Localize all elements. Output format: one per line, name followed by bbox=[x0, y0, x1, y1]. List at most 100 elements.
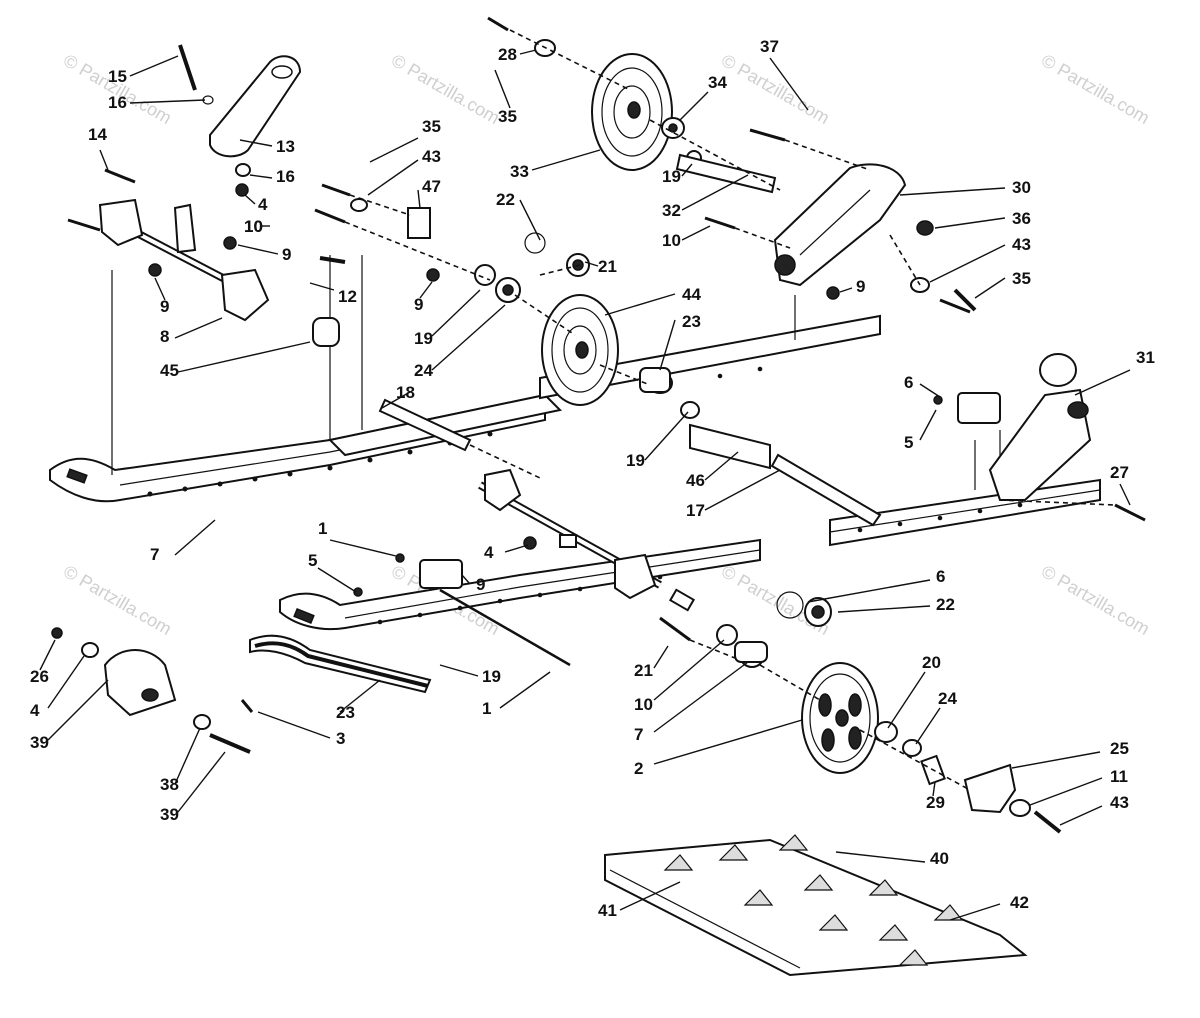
callout-19: 19 bbox=[662, 167, 681, 186]
callout-leader bbox=[681, 225, 711, 241]
callout-35: 35 bbox=[498, 107, 517, 126]
callout-17: 17 bbox=[686, 501, 705, 520]
callout-leader bbox=[531, 149, 601, 171]
callout-27: 27 bbox=[1110, 463, 1129, 482]
callout-10: 10 bbox=[244, 217, 263, 236]
callout-leader bbox=[653, 639, 725, 701]
callout-41: 41 bbox=[598, 901, 617, 920]
watermark-text: © Partzilla.com bbox=[1038, 50, 1153, 128]
callout-leader bbox=[949, 903, 1001, 921]
callout-6: 6 bbox=[936, 567, 945, 586]
callout-leader bbox=[681, 174, 749, 211]
callout-leader bbox=[129, 55, 179, 77]
watermark-text: © Partzilla.com bbox=[718, 50, 833, 128]
callout-leader bbox=[1119, 483, 1131, 506]
callout-25: 25 bbox=[1110, 739, 1129, 758]
callout-21: 21 bbox=[634, 661, 653, 680]
callout-43: 43 bbox=[1012, 235, 1031, 254]
callout-leader bbox=[619, 881, 681, 911]
callout-leader bbox=[239, 139, 273, 147]
callout-44: 44 bbox=[682, 285, 701, 304]
assembly-dash-lines bbox=[344, 29, 1116, 791]
callout-18: 18 bbox=[396, 383, 415, 402]
callout-19: 19 bbox=[482, 667, 501, 686]
callout-24: 24 bbox=[938, 689, 957, 708]
callout-leader bbox=[499, 671, 551, 709]
callout-leader bbox=[659, 319, 676, 371]
callout-5: 5 bbox=[308, 551, 317, 570]
callout-32: 32 bbox=[662, 201, 681, 220]
callout-leader bbox=[584, 261, 599, 267]
callout-16: 16 bbox=[276, 167, 295, 186]
callout-leader bbox=[653, 661, 749, 733]
rail-front bbox=[279, 538, 761, 631]
arm-31 bbox=[988, 353, 1092, 501]
callout-leader bbox=[244, 194, 256, 205]
callout-4: 4 bbox=[484, 543, 494, 562]
callout-leader bbox=[769, 57, 809, 111]
callout-9: 9 bbox=[160, 297, 169, 316]
callout-23: 23 bbox=[336, 703, 355, 722]
watermark-text: © Partzilla.com bbox=[60, 561, 175, 639]
bolts bbox=[67, 16, 1146, 834]
callout-leader bbox=[431, 289, 481, 337]
callout-leader bbox=[99, 149, 109, 171]
callout-leader bbox=[494, 69, 511, 109]
callout-leader bbox=[257, 711, 331, 739]
callout-19: 19 bbox=[626, 451, 645, 470]
callout-leader bbox=[681, 163, 693, 177]
callout-34: 34 bbox=[708, 73, 727, 92]
callout-leader bbox=[1029, 777, 1103, 806]
callout-7: 7 bbox=[150, 545, 159, 564]
callout-leader bbox=[653, 719, 803, 765]
callout-13: 13 bbox=[276, 137, 295, 156]
callout-leader bbox=[839, 287, 853, 293]
callout-leader bbox=[309, 282, 335, 291]
callout-30: 30 bbox=[1012, 178, 1031, 197]
callout-36: 36 bbox=[1012, 209, 1031, 228]
callout-leader bbox=[1059, 805, 1103, 826]
callout-24: 24 bbox=[414, 361, 433, 380]
watermark-text: © Partzilla.com bbox=[388, 50, 503, 128]
callout-37: 37 bbox=[760, 37, 779, 56]
callout-9: 9 bbox=[414, 295, 423, 314]
callout-leader bbox=[679, 91, 709, 121]
callout-47: 47 bbox=[422, 177, 441, 196]
callout-leader bbox=[919, 409, 937, 441]
callout-leader bbox=[317, 567, 357, 593]
callout-leader bbox=[644, 411, 689, 461]
callout-46: 46 bbox=[686, 471, 705, 490]
rear-arm-shaft bbox=[98, 198, 270, 322]
shafts bbox=[378, 153, 882, 527]
callout-leader bbox=[932, 781, 936, 797]
callout-12: 12 bbox=[338, 287, 357, 306]
callout-leader bbox=[177, 751, 226, 813]
track-41 bbox=[604, 834, 1028, 977]
callout-leader bbox=[129, 99, 206, 104]
callout-40: 40 bbox=[930, 849, 949, 868]
front-shaft-assembly bbox=[478, 468, 662, 600]
callout-leader bbox=[504, 544, 529, 553]
callout-42: 42 bbox=[1010, 893, 1029, 912]
callout-33: 33 bbox=[510, 162, 529, 181]
callout-16: 16 bbox=[108, 93, 127, 112]
rail-right bbox=[539, 314, 1101, 547]
callout-leader bbox=[919, 383, 941, 398]
callout-leader bbox=[519, 49, 537, 55]
callout-leader bbox=[704, 451, 739, 481]
callout-leader bbox=[439, 664, 479, 677]
callout-45: 45 bbox=[160, 361, 179, 380]
callout-35: 35 bbox=[1012, 269, 1031, 288]
callout-leader bbox=[329, 539, 397, 557]
callout-leader bbox=[174, 519, 216, 556]
callout-leader bbox=[461, 574, 471, 585]
callout-10: 10 bbox=[634, 695, 653, 714]
callout-10: 10 bbox=[662, 231, 681, 250]
watermark-text: © Partzilla.com bbox=[1038, 561, 1153, 639]
callout-leader bbox=[915, 707, 941, 745]
callout-29: 29 bbox=[926, 793, 945, 812]
callout-7: 7 bbox=[634, 725, 643, 744]
alignment-lines bbox=[111, 255, 1001, 490]
arm-13 bbox=[209, 55, 302, 158]
